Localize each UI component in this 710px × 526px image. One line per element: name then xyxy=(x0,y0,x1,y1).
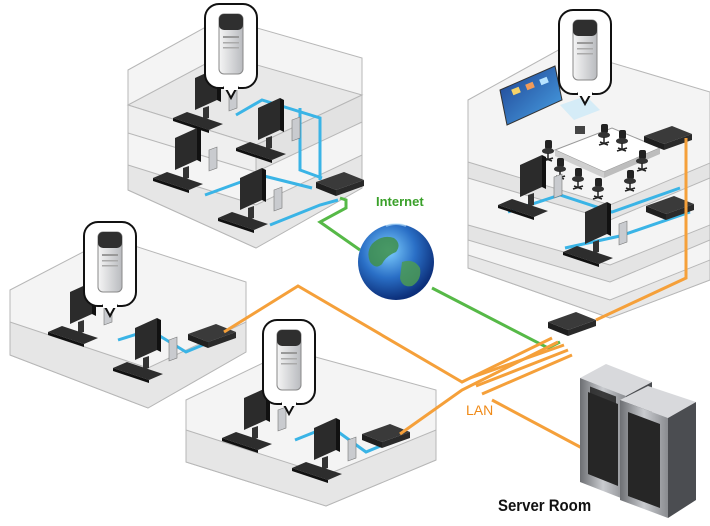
network-switch-icon xyxy=(548,312,596,336)
office-building-d xyxy=(185,349,437,507)
extender-callout-icon xyxy=(558,9,612,105)
internet-label: Internet xyxy=(376,194,424,209)
projector-screen-icon xyxy=(499,65,600,126)
lan-cables xyxy=(223,138,688,450)
office-building-c xyxy=(467,47,710,319)
extender-callout-icon xyxy=(262,319,316,415)
office-building-a xyxy=(126,17,364,249)
server-rack-icon xyxy=(580,364,696,518)
extender-callout-icon xyxy=(204,3,258,99)
office-building-b xyxy=(9,237,247,409)
lan-label: LAN xyxy=(466,402,494,418)
server-room-label: Server Room xyxy=(498,496,592,515)
globe-icon xyxy=(358,223,434,300)
extender-callout-icon xyxy=(83,221,137,317)
